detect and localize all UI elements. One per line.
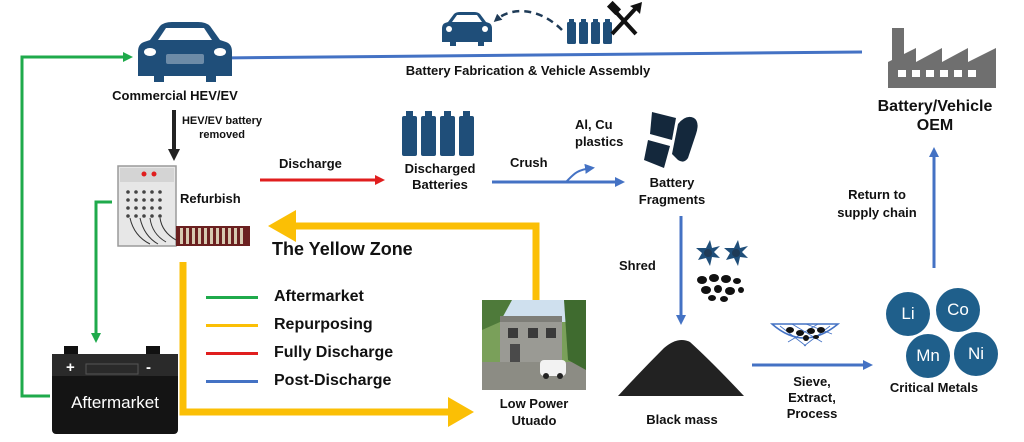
sieve-label-1: Sieve, — [793, 374, 831, 389]
low-power-label-2: Utuado — [511, 413, 557, 428]
small-car-icon — [442, 12, 492, 46]
car-icon — [138, 22, 232, 82]
metal-li: Li — [886, 292, 930, 336]
legend-label: Post-Discharge — [274, 372, 392, 389]
byproducts-label-2: plastics — [575, 134, 624, 149]
car-battery-icon — [52, 346, 178, 434]
yellow-zone-return-arrow — [294, 222, 540, 300]
aftermarket-return-line — [20, 52, 133, 398]
return-label-2: supply chain — [837, 205, 917, 220]
metal-co: Co — [936, 288, 980, 332]
fabrication-label: Battery Fabrication & Vehicle Assembly — [405, 63, 651, 78]
legend-swatch — [206, 323, 258, 327]
oem-label-1: Battery/Vehicle — [877, 98, 993, 115]
discharged-label-1: Discharged — [404, 161, 476, 176]
legend-item-post-discharge: Post-Discharge — [206, 372, 391, 390]
aftermarket-refurbish-line — [91, 200, 112, 343]
fragments-label-1: Battery — [649, 175, 695, 190]
yellow-zone-return-head — [268, 210, 296, 242]
legend-label: Aftermarket — [274, 288, 364, 305]
fragments-label-2: Fragments — [638, 192, 706, 207]
discharged-batteries-icon — [402, 111, 474, 156]
discharge-label: Discharge — [279, 156, 342, 171]
battery-plus-sign: + — [66, 359, 75, 376]
black-mass-label: Black mass — [646, 412, 718, 427]
repurposing-head — [448, 397, 474, 427]
refurbish-cabinet-icon — [117, 165, 250, 247]
legend-swatch — [206, 351, 258, 355]
low-power-label-1: Low Power — [499, 396, 569, 411]
battery-removed-label-1: HEV/EV battery — [181, 115, 263, 127]
factory-icon — [888, 28, 996, 88]
legend-item-repurposing: Repurposing — [206, 316, 373, 334]
byproducts-label-1: Al, Cu — [575, 117, 613, 132]
crush-label: Crush — [510, 155, 548, 170]
sieve-label-2: Extract, — [788, 390, 836, 405]
metal-ni: Ni — [954, 332, 998, 376]
return-label-1: Return to — [848, 187, 906, 202]
black-mass-icon — [618, 340, 744, 396]
legend-label: Repurposing — [274, 316, 373, 333]
refurbish-label: Refurbish — [180, 191, 241, 206]
battery-cells-icon — [567, 19, 612, 44]
yellow-zone-label: The Yellow Zone — [272, 239, 413, 259]
fragments-icon — [644, 112, 698, 168]
assembly-dashed-arrow — [493, 9, 563, 31]
legend-swatch — [206, 379, 258, 383]
shred-label: Shred — [619, 258, 656, 273]
particles-icon — [696, 240, 748, 302]
oem-label-2: OEM — [916, 117, 954, 134]
aftermarket-battery-label: Aftermarket — [71, 393, 159, 412]
battery-minus-sign: - — [146, 359, 151, 376]
sieve-label-3: Process — [786, 406, 838, 421]
discharged-label-2: Batteries — [412, 177, 468, 192]
commercial-label: Commercial HEV/EV — [112, 88, 238, 103]
legend-swatch — [206, 295, 258, 299]
legend-item-fully-discharge: Fully Discharge — [206, 344, 393, 362]
legend-item-aftermarket: Aftermarket — [206, 288, 364, 306]
house-photo — [482, 300, 586, 390]
critical-metals-label: Critical Metals — [889, 380, 979, 395]
tools-icon — [606, 0, 642, 36]
byproducts-arrow — [565, 163, 595, 183]
legend-label: Fully Discharge — [274, 344, 394, 361]
battery-removed-label-2: removed — [199, 129, 245, 141]
repurposing-line — [179, 262, 450, 416]
sieve-icon — [770, 323, 841, 347]
fabrication-arrow — [217, 50, 863, 63]
metal-mn: Mn — [906, 334, 950, 378]
